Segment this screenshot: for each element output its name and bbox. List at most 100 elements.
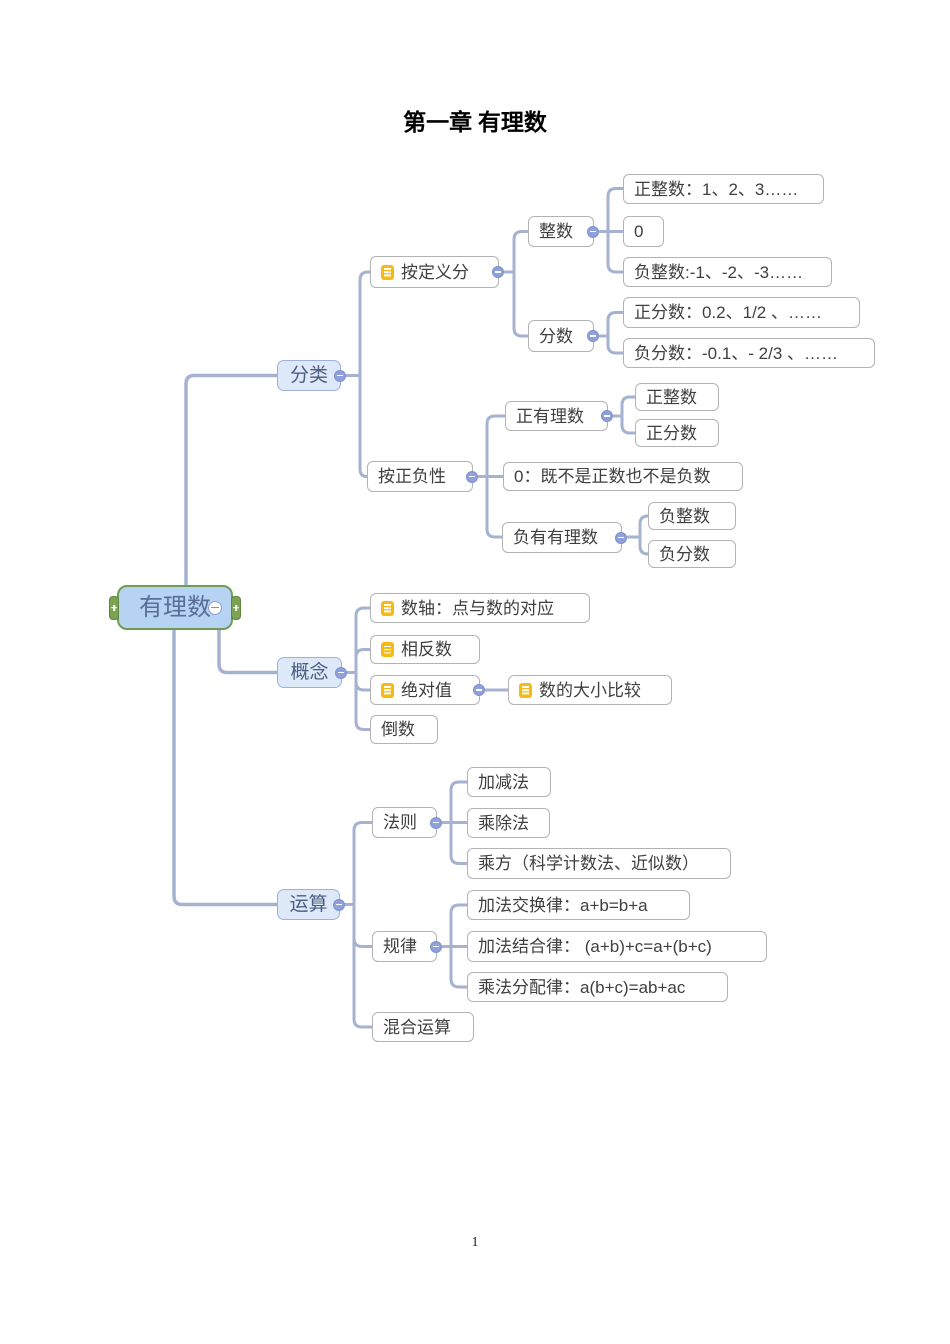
node-label: 0：既不是正数也不是负数 <box>514 467 711 486</box>
node-label: 按定义分 <box>401 262 469 282</box>
node-label: 负分数 <box>659 544 710 564</box>
expand-left-icon[interactable] <box>109 595 119 620</box>
node-negative-integers[interactable]: 负整数 <box>648 502 736 530</box>
node-positive-integers-def[interactable]: 正整数：1、2、3…… <box>623 174 824 204</box>
page-number: 1 <box>471 1235 479 1250</box>
note-icon <box>381 642 394 657</box>
node-positive-fractions[interactable]: 正分数 <box>635 419 719 447</box>
collapse-icon[interactable] <box>473 684 485 696</box>
node-rules[interactable]: 法则 <box>372 807 442 838</box>
node-label: 正整数 <box>646 387 697 407</box>
node-operations[interactable]: 运算 <box>277 889 345 920</box>
collapse-icon[interactable] <box>334 369 346 382</box>
collapse-icon[interactable] <box>333 898 345 911</box>
connector-positive-rationals-children <box>612 395 637 435</box>
collapse-icon[interactable] <box>430 816 442 829</box>
node-positive-rationals[interactable]: 正有理数 <box>505 401 613 431</box>
node-positive-integers[interactable]: 正整数 <box>635 383 719 411</box>
node-label: 0 <box>634 222 644 241</box>
collapse-icon[interactable] <box>335 666 347 679</box>
node-label: 乘方（科学计数法、近似数） <box>478 854 699 873</box>
node-concepts[interactable]: 概念 <box>277 657 347 688</box>
note-icon <box>381 264 394 280</box>
connector-root-concepts <box>217 627 279 675</box>
connector-root-classification <box>184 373 279 588</box>
node-label: 混合运算 <box>383 1017 451 1037</box>
node-label: 运算 <box>289 894 328 915</box>
connector-root-operations <box>172 627 279 907</box>
connector-rules-children <box>441 780 469 865</box>
connector-concepts-children <box>341 606 372 731</box>
node-negative-rationals[interactable]: 负有有理数 <box>502 522 627 553</box>
node-label: 有理数 <box>139 593 211 621</box>
node-associative-law[interactable]: 加法结合律： (a+b)+c=a+(b+c) <box>467 931 767 962</box>
collapse-icon[interactable] <box>492 266 504 278</box>
node-power[interactable]: 乘方（科学计数法、近似数） <box>467 848 731 879</box>
node-zero-neither[interactable]: 0：既不是正数也不是负数 <box>503 462 743 491</box>
connector-laws-children <box>441 903 469 989</box>
node-label: 负分数：-0.1、- 2/3 、…… <box>634 343 839 363</box>
connector-negative-rationals-children <box>626 514 650 556</box>
node-label: 分数 <box>539 326 573 346</box>
node-negative-fractions-def[interactable]: 负分数：-0.1、- 2/3 、…… <box>623 338 875 368</box>
note-icon <box>381 682 394 698</box>
node-label: 加法结合律： (a+b)+c=a+(b+c) <box>478 937 712 956</box>
connector-by-definition-children <box>503 230 530 338</box>
page-title: 第一章 有理数 <box>403 110 547 135</box>
expand-right-icon[interactable] <box>231 595 241 620</box>
note-icon <box>381 600 394 616</box>
node-negative-fractions[interactable]: 负分数 <box>648 540 736 568</box>
node-label: 绝对值 <box>401 680 452 700</box>
node-number-line[interactable]: 数轴：点与数的对应 <box>370 593 590 623</box>
node-root[interactable]: 有理数 <box>109 585 241 630</box>
connector-by-sign-children <box>477 414 507 539</box>
node-reciprocal[interactable]: 倒数 <box>370 715 438 744</box>
node-zero[interactable]: 0 <box>623 216 664 247</box>
node-by-definition[interactable]: 按定义分 <box>370 256 504 288</box>
connector-fractions-children <box>598 311 625 355</box>
node-fractions[interactable]: 分数 <box>528 320 599 352</box>
collapse-icon[interactable] <box>587 225 599 238</box>
node-multiplication-division[interactable]: 乘除法 <box>467 808 550 838</box>
node-label: 正整数：1、2、3…… <box>634 179 799 199</box>
node-label: 负整数:-1、-2、-3…… <box>634 262 804 282</box>
node-label: 乘法分配律：a(b+c)=ab+ac <box>478 977 686 997</box>
node-classification[interactable]: 分类 <box>277 360 346 391</box>
node-negative-integers-def[interactable]: 负整数:-1、-2、-3…… <box>623 257 832 287</box>
node-label: 概念 <box>290 662 329 683</box>
node-label: 按正负性 <box>378 467 446 486</box>
collapse-icon[interactable] <box>587 330 599 342</box>
node-mixed-operations[interactable]: 混合运算 <box>372 1012 474 1042</box>
node-label: 正有理数 <box>516 406 584 426</box>
note-icon <box>519 682 532 698</box>
node-label: 正分数 <box>646 423 697 443</box>
collapse-icon[interactable] <box>466 470 478 483</box>
node-label: 负整数 <box>659 506 710 526</box>
node-label: 加减法 <box>478 772 529 792</box>
node-commutative-law[interactable]: 加法交换律：a+b=b+a <box>467 890 690 920</box>
node-distributive-law[interactable]: 乘法分配律：a(b+c)=ab+ac <box>467 972 728 1002</box>
node-absolute-value[interactable]: 绝对值 <box>370 675 485 705</box>
node-positive-fractions-def[interactable]: 正分数：0.2、1/2 、…… <box>623 297 860 328</box>
collapse-icon[interactable] <box>208 600 222 615</box>
collapse-icon[interactable] <box>615 531 627 544</box>
node-label: 负有有理数 <box>513 528 598 547</box>
node-label: 整数 <box>539 222 573 241</box>
node-label: 法则 <box>383 813 417 832</box>
node-laws[interactable]: 规律 <box>372 931 442 962</box>
collapse-icon[interactable] <box>430 940 442 953</box>
connector-operations-children <box>339 821 374 1029</box>
node-integers[interactable]: 整数 <box>528 216 599 247</box>
node-opposite-number[interactable]: 相反数 <box>370 635 480 664</box>
collapse-icon[interactable] <box>601 410 613 422</box>
node-by-sign[interactable]: 按正负性 <box>367 461 478 492</box>
node-addition-subtraction[interactable]: 加减法 <box>467 767 551 797</box>
node-label: 分类 <box>289 365 328 386</box>
node-label: 正分数：0.2、1/2 、…… <box>634 303 822 322</box>
node-label: 数的大小比较 <box>539 680 641 700</box>
node-number-comparison[interactable]: 数的大小比较 <box>508 675 672 705</box>
node-label: 乘除法 <box>478 813 529 833</box>
node-label: 倒数 <box>381 720 415 739</box>
